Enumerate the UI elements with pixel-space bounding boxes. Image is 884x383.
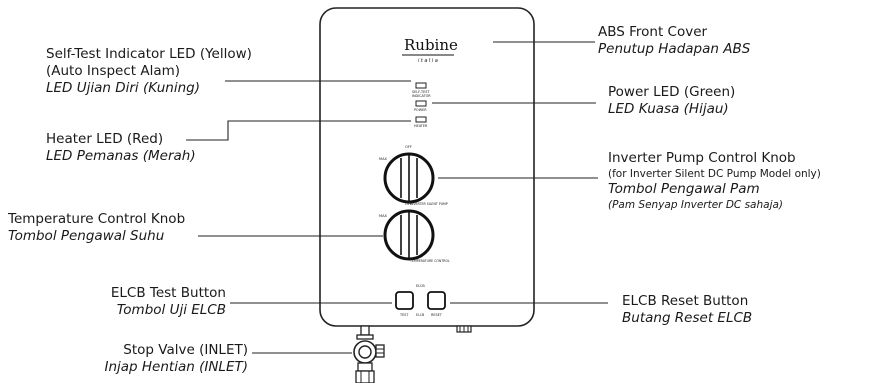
heater-led <box>415 116 427 123</box>
elcb-reset-label: RESET <box>431 313 443 317</box>
self-test-led <box>415 82 427 89</box>
elcb-test-label: TEST <box>399 313 409 317</box>
label-power-led: Power LED (Green) LED Kuasa (Hijau) <box>608 84 735 118</box>
label-self-test: Self-Test Indicator LED (Yellow) (Auto I… <box>46 46 252 97</box>
stop-valve[interactable] <box>353 325 385 383</box>
label-temp-knob: Temperature Control Knob Tombol Pengawal… <box>8 211 185 245</box>
brand-logo: Rubine <box>404 36 458 54</box>
label-abs-cover: ABS Front Cover Penutup Hadapan ABS <box>598 24 750 58</box>
elcb-reset-button[interactable] <box>427 291 446 310</box>
self-test-ms: LED Ujian Diri (Kuning) <box>46 80 200 96</box>
elcb-reset-ms: Butang Reset ELCB <box>622 310 753 326</box>
pump-knob-en2: (for Inverter Silent DC Pump Model only) <box>608 168 821 180</box>
pump-knob-ms: Tombol Pengawal Pam <box>608 181 760 197</box>
temp-knob-off: OFF <box>405 202 412 206</box>
heater-led-en: Heater LED (Red) <box>46 131 164 147</box>
brand-logo-sub: italia <box>418 58 439 64</box>
heater-led-ms: LED Pemanas (Merah) <box>46 148 196 164</box>
pump-control-knob[interactable]: OFF MAX INVERTER SILENT PUMP <box>379 145 448 206</box>
label-heater-led: Heater LED (Red) LED Pemanas (Merah) <box>46 131 196 165</box>
power-led-ms: LED Kuasa (Hijau) <box>608 101 729 117</box>
temp-knob-max: MAX <box>379 214 388 218</box>
outlet-fitting <box>456 325 472 333</box>
elcb-test-ms: Tombol Uji ELCB <box>116 302 226 318</box>
pump-knob-text: INVERTER SILENT PUMP <box>410 202 448 206</box>
pump-knob-en: Inverter Pump Control Knob <box>608 150 796 166</box>
elcb-test-en: ELCB Test Button <box>110 285 226 301</box>
temp-knob-text: TEMPERATURE CONTROL <box>409 259 450 263</box>
abs-cover-ms: Penutup Hadapan ABS <box>598 41 751 57</box>
power-led <box>415 100 427 107</box>
pump-knob-off: OFF <box>405 145 412 149</box>
label-elcb-test: ELCB Test Button Tombol Uji ELCB <box>66 285 226 319</box>
leader-lines <box>186 41 608 354</box>
self-test-led-label: SELF-TEST <box>412 90 430 94</box>
power-led-en: Power LED (Green) <box>608 84 736 100</box>
label-elcb-reset: ELCB Reset Button Butang Reset ELCB <box>622 293 752 327</box>
heater-led-label: HEATER <box>414 124 428 128</box>
temp-knob-en: Temperature Control Knob <box>8 211 186 227</box>
pump-knob-ms2: (Pam Senyap Inverter DC sahaja) <box>608 199 784 211</box>
temperature-control-knob[interactable]: OFF MAX TEMPERATURE CONTROL <box>379 202 450 263</box>
temp-knob-ms: Tombol Pengawal Suhu <box>8 228 165 244</box>
self-test-led-label2: INDICATOR <box>412 94 431 98</box>
self-test-en2: (Auto Inspect Alam) <box>46 63 181 79</box>
pump-knob-max: MAX <box>379 157 388 161</box>
elcb-mid-label: ELCB <box>416 313 424 317</box>
label-stop-valve: Stop Valve (INLET) Injap Hentian (INLET) <box>40 342 248 376</box>
elcb-test-button[interactable] <box>395 291 414 310</box>
leader-heater <box>186 120 411 141</box>
stop-valve-ms: Injap Hentian (INLET) <box>104 359 248 375</box>
elcb-row-label: ELCB <box>416 284 425 288</box>
abs-cover-en: ABS Front Cover <box>598 24 708 40</box>
self-test-en: Self-Test Indicator LED (Yellow) <box>46 46 252 62</box>
label-pump-knob: Inverter Pump Control Knob (for Inverter… <box>608 150 821 212</box>
stop-valve-en: Stop Valve (INLET) <box>123 342 248 358</box>
power-led-label: POWER <box>414 108 427 112</box>
elcb-reset-en: ELCB Reset Button <box>622 293 749 309</box>
